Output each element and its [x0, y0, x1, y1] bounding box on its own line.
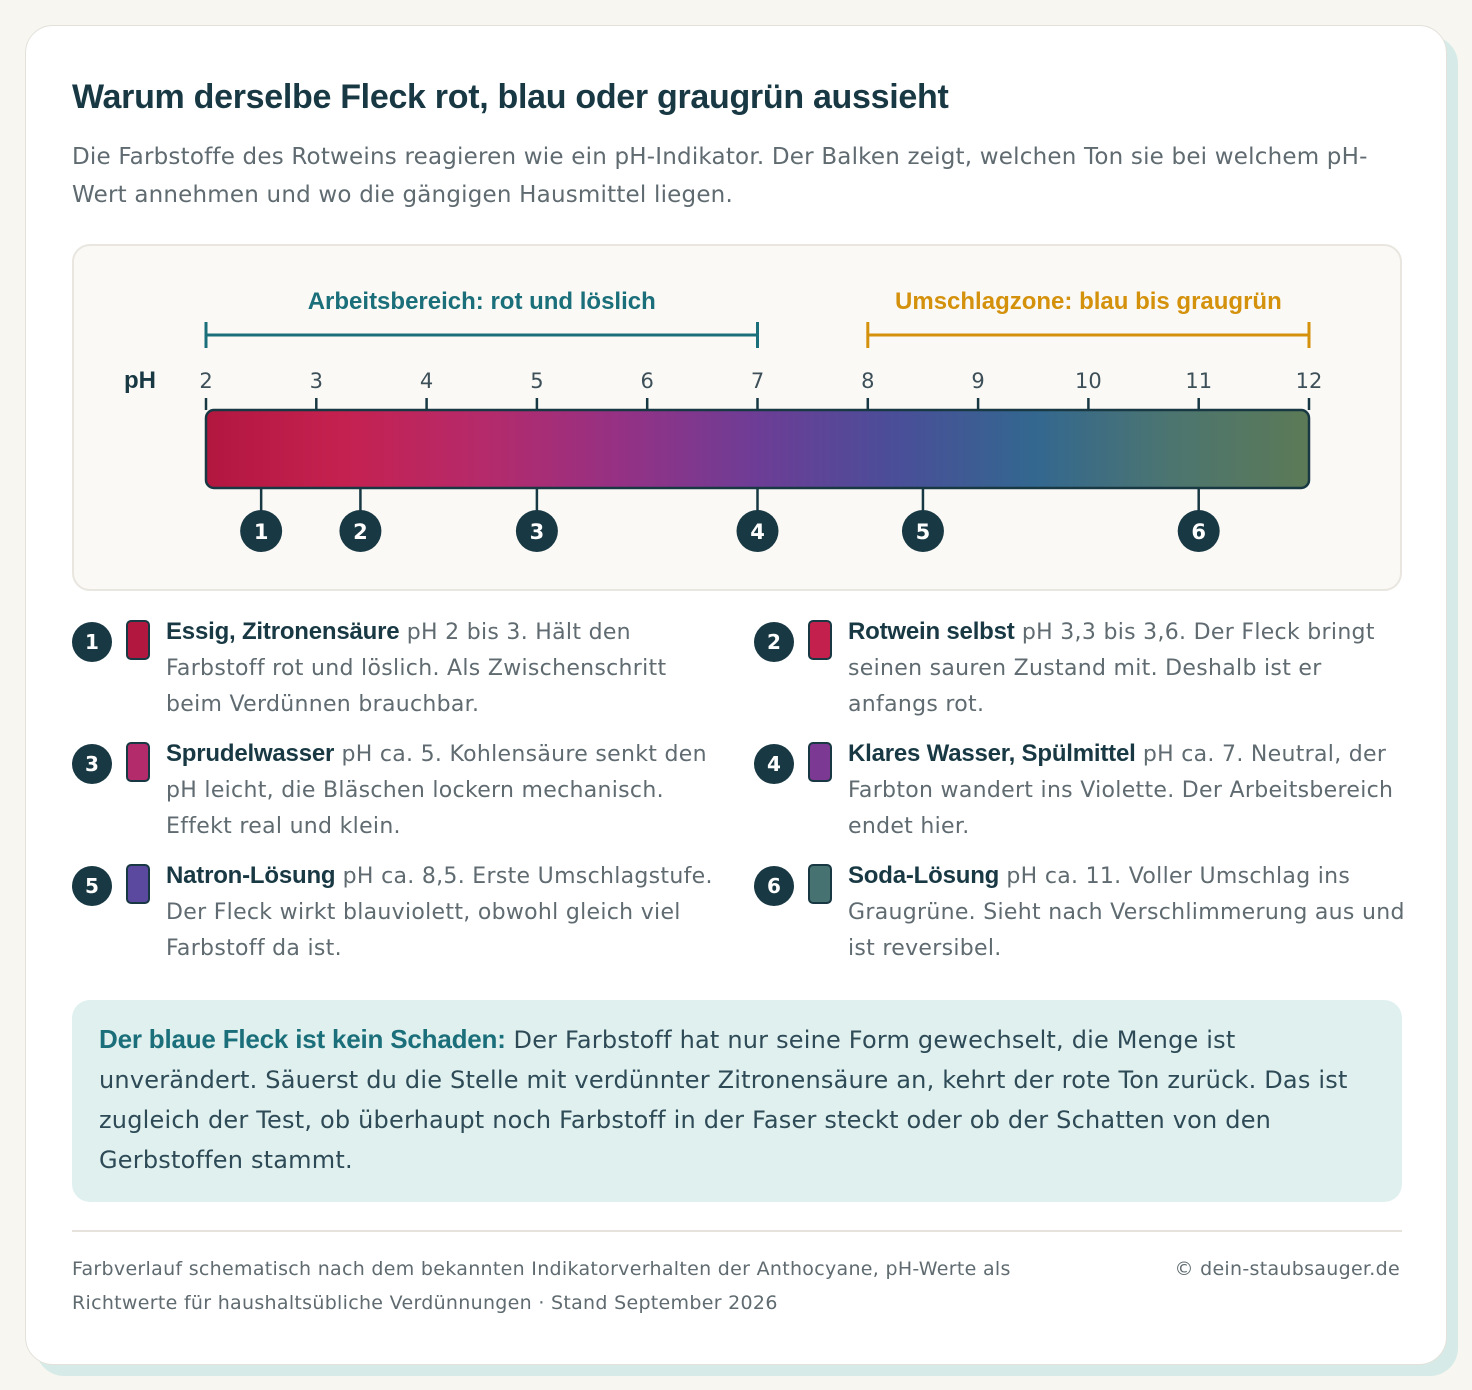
marker-badge: [736, 510, 779, 552]
legend-name: Sprudelwasser: [166, 740, 335, 767]
tick-label: 6: [641, 369, 654, 393]
marker-badge: [901, 510, 944, 552]
footer-divider: [72, 1230, 1402, 1232]
legend-text: Rotwein selbst pH 3,3 bis 3,6. Der Fleck…: [848, 614, 1408, 723]
axis-label: pH: [124, 367, 156, 394]
color-swatch: [808, 864, 832, 904]
color-swatch: [126, 620, 150, 660]
marker-number: 2: [353, 520, 368, 544]
tick-label: 7: [751, 369, 764, 393]
page-subtitle: Die Farbstoffe des Rotweins reagieren wi…: [72, 144, 1368, 208]
tick-label: 3: [310, 369, 323, 393]
marker-number: 6: [1191, 520, 1206, 544]
footer-source: Farbverlauf schematisch nach dem bekannt…: [72, 1258, 1011, 1314]
ticks-layer: 2 3 4 5 6 7 8 9 10 11 12: [199, 369, 1322, 410]
marker-number: 4: [750, 520, 765, 544]
page-title: Warum derselbe Fleck rot, blau oder grau…: [72, 78, 949, 116]
tick-label: 4: [420, 369, 433, 393]
footer-credit: © dein-staubsauger.de: [1174, 1258, 1400, 1280]
legend-number: 2: [754, 622, 794, 662]
marker-number: 1: [254, 520, 269, 544]
marker-badge: [339, 510, 382, 552]
note-text: Der Farbstoff hat nur seine Form gewechs…: [99, 1026, 1348, 1174]
legend-number: 5: [72, 866, 112, 906]
legend-name: Essig, Zitronensäure: [166, 618, 400, 645]
legend-name: Natron-Lösung: [166, 862, 336, 889]
range-label: Arbeitsbereich: rot und löslich: [308, 288, 656, 315]
legend-desc: pH ca. 11. Voller Umschlag ins Graugrüne…: [848, 864, 1405, 961]
info-note: Der blaue Fleck ist kein Schaden: Der Fa…: [72, 1000, 1402, 1202]
legend-desc: pH ca. 7. Neutral, der Farbton wandert i…: [848, 742, 1394, 839]
legend-desc: pH 2 bis 3. Hält den Farbstoff rot und l…: [166, 620, 667, 717]
tick-label: 5: [530, 369, 543, 393]
marker-badge: [515, 510, 558, 552]
markers-layer: 1 2 3 4 5 6: [240, 488, 1220, 552]
ph-scale-panel: Arbeitsbereich: rot und löslich Umschlagz…: [72, 244, 1402, 591]
marker-badge: [240, 510, 283, 552]
legend-number: 3: [72, 744, 112, 784]
legend-number: 6: [754, 866, 794, 906]
color-swatch: [126, 742, 150, 782]
color-swatch: [126, 864, 150, 904]
marker-number: 3: [530, 520, 545, 544]
legend-name: Klares Wasser, Spülmittel: [848, 740, 1136, 767]
legend-number: 1: [72, 622, 112, 662]
legend-number: 4: [754, 744, 794, 784]
legend-text: Natron-Lösung pH ca. 8,5. Erste Umschlag…: [166, 858, 726, 967]
legend-text: Essig, Zitronensäure pH 2 bis 3. Hält de…: [166, 614, 726, 723]
tick-label: 2: [199, 369, 212, 393]
legend-text: Soda-Lösung pH ca. 11. Voller Umschlag i…: [848, 858, 1408, 967]
ranges-layer: Arbeitsbereich: rot und löslich Umschlagz…: [204, 288, 1311, 348]
legend-text: Klares Wasser, Spülmittel pH ca. 7. Neut…: [848, 736, 1408, 845]
legend-name: Rotwein selbst: [848, 618, 1015, 645]
tick-label: 12: [1296, 369, 1323, 393]
color-swatch: [808, 742, 832, 782]
marker-number: 5: [916, 520, 931, 544]
legend-desc: pH 3,3 bis 3,6. Der Fleck bringt seinen …: [848, 620, 1375, 717]
tick-label: 8: [861, 369, 874, 393]
marker-badge: [1177, 510, 1220, 552]
tick-label: 10: [1075, 369, 1102, 393]
legend-name: Soda-Lösung: [848, 862, 1000, 889]
ph-gradient-bar: [204, 408, 1311, 490]
note-lead: Der blaue Fleck ist kein Schaden:: [99, 1024, 506, 1054]
tick-label: 9: [971, 369, 984, 393]
legend-desc: pH ca. 8,5. Erste Umschlagstufe. Der Fle…: [166, 864, 713, 961]
legend-text: Sprudelwasser pH ca. 5. Kohlensäure senk…: [166, 736, 726, 845]
legend-desc: pH ca. 5. Kohlensäure senkt den pH leich…: [166, 742, 707, 839]
range-label: Umschlagzone: blau bis graugrün: [895, 288, 1282, 315]
tick-label: 11: [1185, 369, 1212, 393]
color-swatch: [808, 620, 832, 660]
